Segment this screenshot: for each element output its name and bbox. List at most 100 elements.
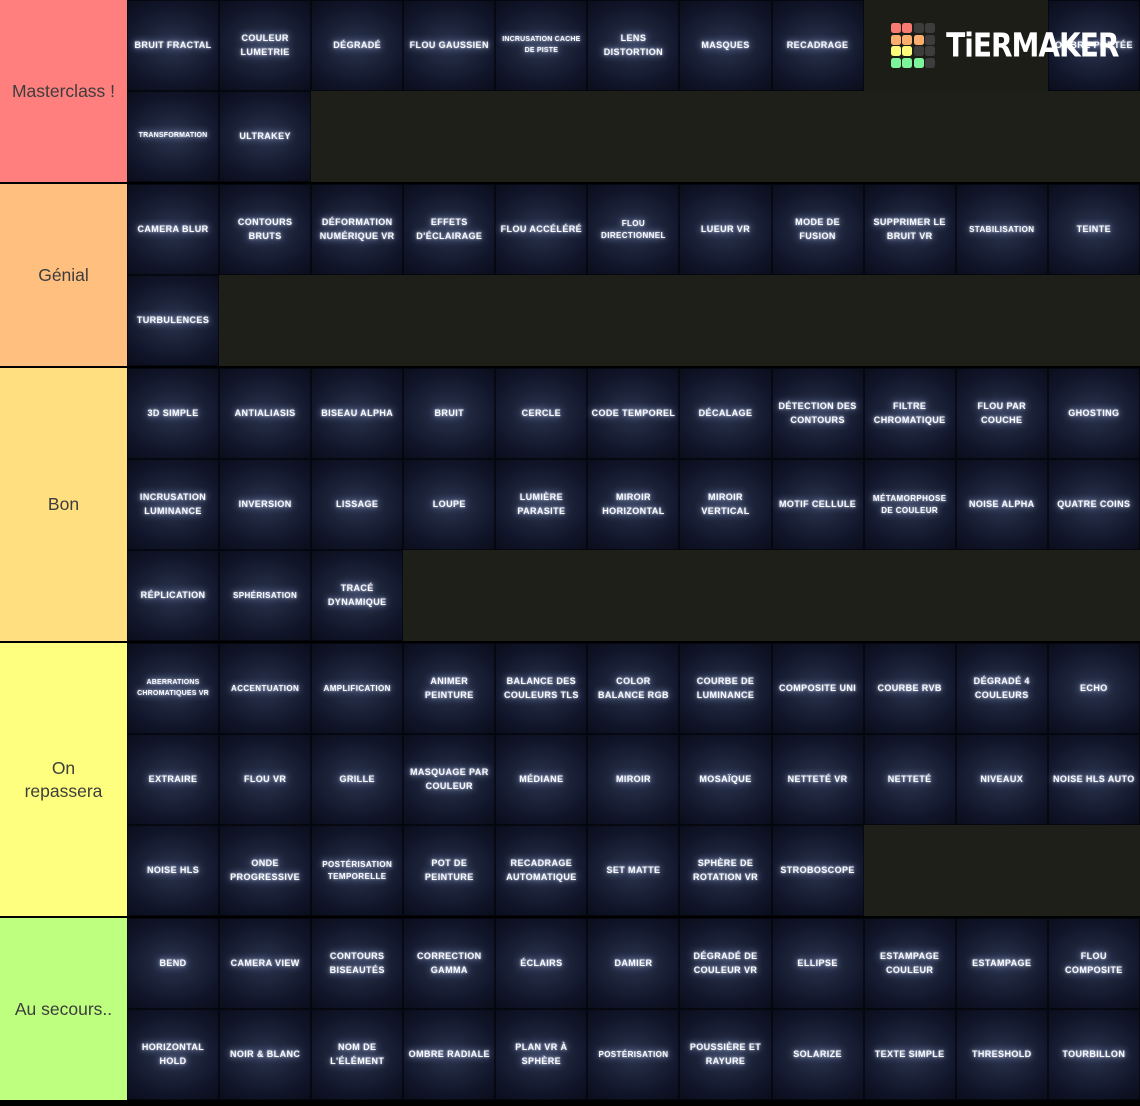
tile-lumi-re-parasite[interactable]: LUMIÈRE PARASITE	[495, 459, 588, 550]
tile-trac-dynamique[interactable]: TRACÉ DYNAMIQUE	[311, 550, 404, 641]
tile-ombre-port-e[interactable]: OMBRE PORTÉE	[1047, 0, 1140, 91]
tile-code-temporel[interactable]: CODE TEMPOREL	[587, 368, 680, 459]
tile-tourbillon[interactable]: TOURBILLON	[1047, 1009, 1140, 1100]
tile-solarize[interactable]: SOLARIZE	[771, 1009, 864, 1100]
tile-nettet[interactable]: NETTETÉ	[863, 734, 956, 825]
tile-bruit[interactable]: BRUIT	[403, 368, 496, 459]
tile-flou-composite[interactable]: FLOU COMPOSITE	[1047, 918, 1140, 1009]
tile-noise-hls[interactable]: NOISE HLS	[127, 825, 220, 916]
tile-plan-vr-sph-re[interactable]: PLAN VR À SPHÈRE	[495, 1009, 588, 1100]
tile-d-calage[interactable]: DÉCALAGE	[679, 368, 772, 459]
tile-stabilisation[interactable]: STABILISATION	[955, 184, 1048, 275]
tile-grille[interactable]: GRILLE	[311, 734, 404, 825]
tile-flou-directionnel[interactable]: FLOU DIRECTIONNEL	[587, 184, 680, 275]
tile-noise-hls-auto[interactable]: NOISE HLS AUTO	[1047, 734, 1140, 825]
tile-niveaux[interactable]: NIVEAUX	[955, 734, 1048, 825]
tile-d-grad-4-couleurs[interactable]: DÉGRADÉ 4 COULEURS	[955, 643, 1048, 734]
tile-d-formation-num-rique-vr[interactable]: DÉFORMATION NUMÉRIQUE VR	[311, 184, 404, 275]
tile-supprimer-le-bruit-vr[interactable]: SUPPRIMER LE BRUIT VR	[863, 184, 956, 275]
tile-balance-des-couleurs-tls[interactable]: BALANCE DES COULEURS TLS	[495, 643, 588, 734]
tile-incrusation-cache-de-piste[interactable]: INCRUSATION CACHE DE PISTE	[495, 0, 588, 91]
tile-loupe[interactable]: LOUPE	[403, 459, 496, 550]
tile-courbe-de-luminance[interactable]: COURBE DE LUMINANCE	[679, 643, 772, 734]
tile-pot-de-peinture[interactable]: POT DE PEINTURE	[403, 825, 496, 916]
tile-inversion[interactable]: INVERSION	[219, 459, 312, 550]
tile-courbe-rvb[interactable]: COURBE RVB	[863, 643, 956, 734]
tile-flou-par-couche[interactable]: FLOU PAR COUCHE	[955, 368, 1048, 459]
tile-recadrage[interactable]: RECADRAGE	[771, 0, 864, 91]
tile-estampage-couleur[interactable]: ESTAMPAGE COULEUR	[863, 918, 956, 1009]
tile-miroir-horizontal[interactable]: MIROIR HORIZONTAL	[587, 459, 680, 550]
tile-damier[interactable]: DAMIER	[587, 918, 680, 1009]
tile-poussi-re-et-rayure[interactable]: POUSSIÈRE ET RAYURE	[679, 1009, 772, 1100]
tile-contours-biseaut-s[interactable]: CONTOURS BISEAUTÉS	[311, 918, 404, 1009]
tile-lueur-vr[interactable]: LUEUR VR	[679, 184, 772, 275]
tile-texte-simple[interactable]: TEXTE SIMPLE	[863, 1009, 956, 1100]
tile-amplification[interactable]: AMPLIFICATION	[311, 643, 404, 734]
tile-nom-de-l-l-ment[interactable]: NOM DE L'ÉLÉMENT	[311, 1009, 404, 1100]
tile-composite-uni[interactable]: COMPOSITE UNI	[771, 643, 864, 734]
tile-recadrage-automatique[interactable]: RECADRAGE AUTOMATIQUE	[495, 825, 588, 916]
tile-mosa-que[interactable]: MOSAÏQUE	[679, 734, 772, 825]
tile-ghosting[interactable]: GHOSTING	[1047, 368, 1140, 459]
tile-lissage[interactable]: LISSAGE	[311, 459, 404, 550]
tile-teinte[interactable]: TEINTE	[1047, 184, 1140, 275]
tile-noir-blanc[interactable]: NOIR & BLANC	[219, 1009, 312, 1100]
tile-camera-blur[interactable]: CAMERA BLUR	[127, 184, 220, 275]
tile-horizontal-hold[interactable]: HORIZONTAL HOLD	[127, 1009, 220, 1100]
tile-correction-gamma[interactable]: CORRECTION GAMMA	[403, 918, 496, 1009]
tile-r-plication[interactable]: RÉPLICATION	[127, 550, 220, 641]
tile-cercle[interactable]: CERCLE	[495, 368, 588, 459]
tile-estampage[interactable]: ESTAMPAGE	[955, 918, 1048, 1009]
tile-miroir-vertical[interactable]: MIROIR VERTICAL	[679, 459, 772, 550]
tile-stroboscope[interactable]: STROBOSCOPE	[771, 825, 864, 916]
tile-biseau-alpha[interactable]: BISEAU ALPHA	[311, 368, 404, 459]
tile-incrusation-luminance[interactable]: INCRUSATION LUMINANCE	[127, 459, 220, 550]
tile-m-tamorphose-de-couleur[interactable]: MÉTAMORPHOSE DE COULEUR	[863, 459, 956, 550]
tile-turbulences[interactable]: TURBULENCES	[127, 275, 220, 366]
tile-motif-cellule[interactable]: MOTIF CELLULE	[771, 459, 864, 550]
tile-flou-vr[interactable]: FLOU VR	[219, 734, 312, 825]
tile-flou-gaussien[interactable]: FLOU GAUSSIEN	[403, 0, 496, 91]
tile-m-diane[interactable]: MÉDIANE	[495, 734, 588, 825]
tile-lens-distortion[interactable]: LENS DISTORTION	[587, 0, 680, 91]
tile-flou-acc-l-r[interactable]: FLOU ACCÉLÉRÉ	[495, 184, 588, 275]
tile-miroir[interactable]: MIROIR	[587, 734, 680, 825]
tile-3d-simple[interactable]: 3D SIMPLE	[127, 368, 220, 459]
tile-contours-bruts[interactable]: CONTOURS BRUTS	[219, 184, 312, 275]
tile-antialiasis[interactable]: ANTIALIASIS	[219, 368, 312, 459]
tile-echo[interactable]: ECHO	[1047, 643, 1140, 734]
tile-nettet-vr[interactable]: NETTETÉ VR	[771, 734, 864, 825]
tile-quatre-coins[interactable]: QUATRE COINS	[1047, 459, 1140, 550]
tile-sph-risation[interactable]: SPHÉRISATION	[219, 550, 312, 641]
tile-mode-de-fusion[interactable]: MODE DE FUSION	[771, 184, 864, 275]
tile-bruit-fractal[interactable]: BRUIT FRACTAL	[127, 0, 220, 91]
tile-post-risation-temporelle[interactable]: POSTÉRISATION TEMPORELLE	[311, 825, 404, 916]
tile-camera-view[interactable]: CAMERA VIEW	[219, 918, 312, 1009]
tile-threshold[interactable]: THRESHOLD	[955, 1009, 1048, 1100]
tile-ultrakey[interactable]: ULTRAKEY	[219, 91, 312, 182]
tile-ellipse[interactable]: ELLIPSE	[771, 918, 864, 1009]
tile-noise-alpha[interactable]: NOISE ALPHA	[955, 459, 1048, 550]
tile-transformation[interactable]: TRANSFORMATION	[127, 91, 220, 182]
tile-animer-peinture[interactable]: ANIMER PEINTURE	[403, 643, 496, 734]
tile-onde-progressive[interactable]: ONDE PROGRESSIVE	[219, 825, 312, 916]
tile-set-matte[interactable]: SET MATTE	[587, 825, 680, 916]
tile-couleur-lumetrie[interactable]: COULEUR LUMETRIE	[219, 0, 312, 91]
tile-masquage-par-couleur[interactable]: MASQUAGE PAR COULEUR	[403, 734, 496, 825]
tile-d-grad-de-couleur-vr[interactable]: DÉGRADÉ DE COULEUR VR	[679, 918, 772, 1009]
tile-post-risation[interactable]: POSTÉRISATION	[587, 1009, 680, 1100]
tile-d-tection-des-contours[interactable]: DÉTECTION DES CONTOURS	[771, 368, 864, 459]
tile-masques[interactable]: MASQUES	[679, 0, 772, 91]
tile-effets-d-clairage[interactable]: EFFETS D'ÉCLAIRAGE	[403, 184, 496, 275]
tile-ombre-radiale[interactable]: OMBRE RADIALE	[403, 1009, 496, 1100]
tile-extraire[interactable]: EXTRAIRE	[127, 734, 220, 825]
tile-color-balance-rgb[interactable]: COLOR BALANCE RGB	[587, 643, 680, 734]
tile-aberrations-chromatiques-vr[interactable]: ABERRATIONS CHROMATIQUES VR	[127, 643, 220, 734]
tile-sph-re-de-rotation-vr[interactable]: SPHÈRE DE ROTATION VR	[679, 825, 772, 916]
tile-accentuation[interactable]: ACCENTUATION	[219, 643, 312, 734]
tile-clairs[interactable]: ÉCLAIRS	[495, 918, 588, 1009]
tile-bend[interactable]: BEND	[127, 918, 220, 1009]
tile-d-grad[interactable]: DÉGRADÉ	[311, 0, 404, 91]
tile-filtre-chromatique[interactable]: FILTRE CHROMATIQUE	[863, 368, 956, 459]
